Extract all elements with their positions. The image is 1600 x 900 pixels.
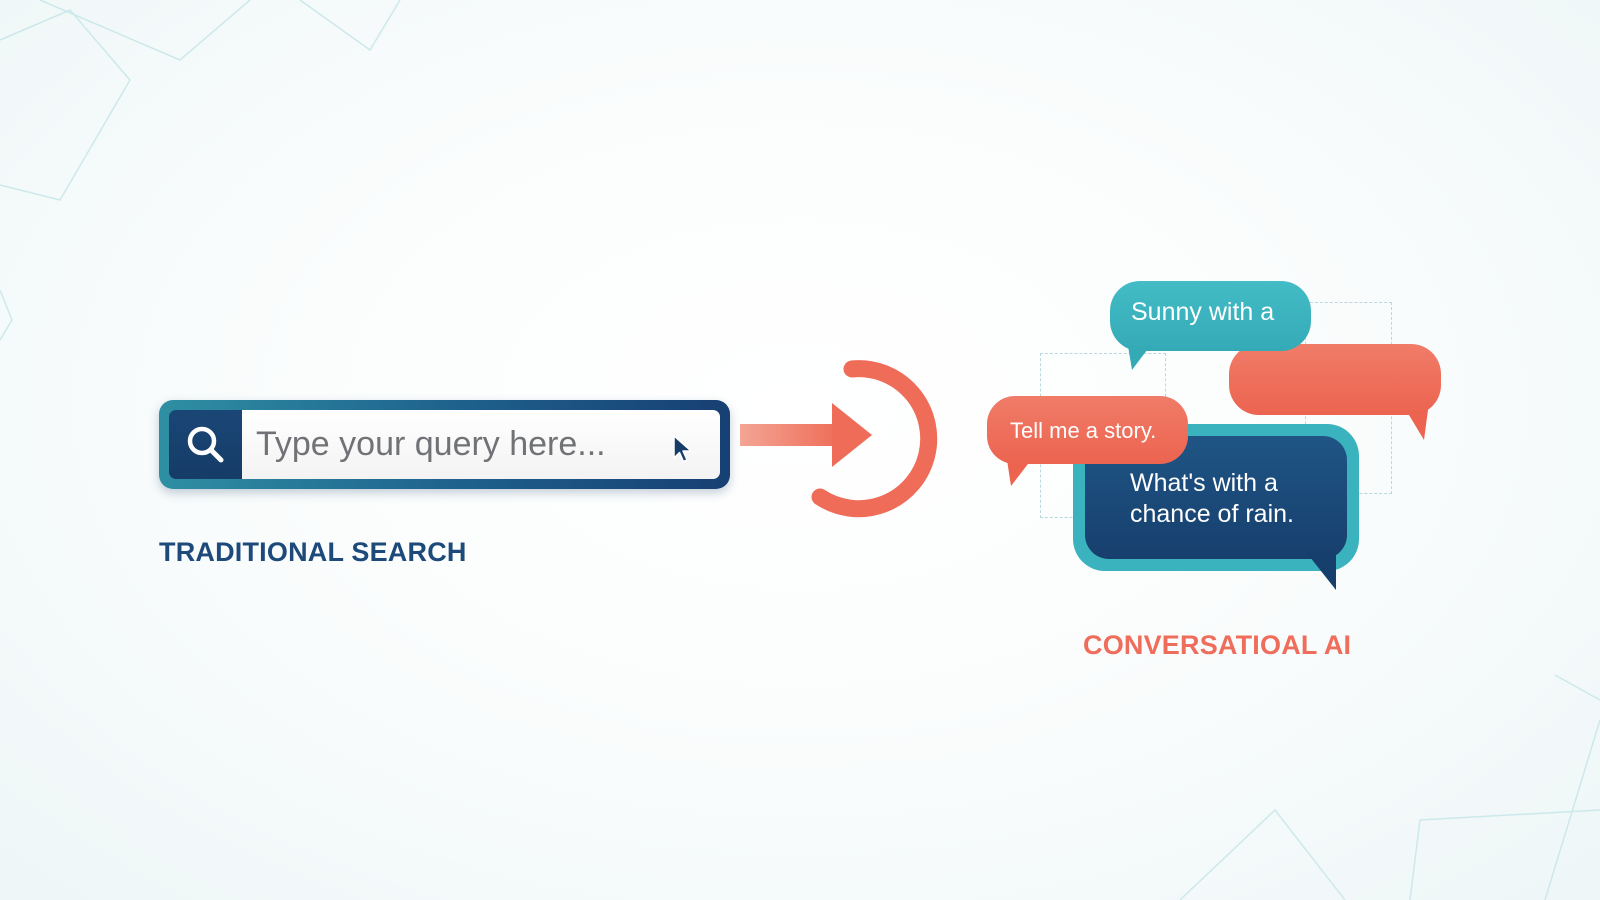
chat-bubble-main-tail [1306, 552, 1336, 590]
chat-bubble-blank [1229, 344, 1441, 415]
search-icon [187, 426, 223, 462]
chat-bubble-story [987, 396, 1188, 464]
search-button[interactable] [169, 410, 242, 479]
conversational-ai-label: CONVERSATIOAL AI [1083, 630, 1352, 660]
search-bar [159, 400, 730, 489]
chat-bubble-sunny [1110, 281, 1311, 351]
search-input[interactable] [242, 410, 720, 479]
chat-bubble-story-tail [1007, 460, 1031, 486]
chat-bubble-story-text: Tell me a story. [1010, 418, 1157, 443]
chat-bubble-blank-tail [1406, 410, 1428, 440]
traditional-search-label: TRADITIONAL SEARCH [159, 537, 467, 567]
chat-bubble-sunny-tail [1128, 346, 1150, 370]
search-bar-inner [169, 410, 720, 479]
arrow-right-icon [740, 360, 938, 518]
chat-bubble-sunny-text: Sunny with a [1131, 298, 1275, 326]
chat-bubble-main-text: What's with a chance of rain. [1130, 469, 1294, 528]
